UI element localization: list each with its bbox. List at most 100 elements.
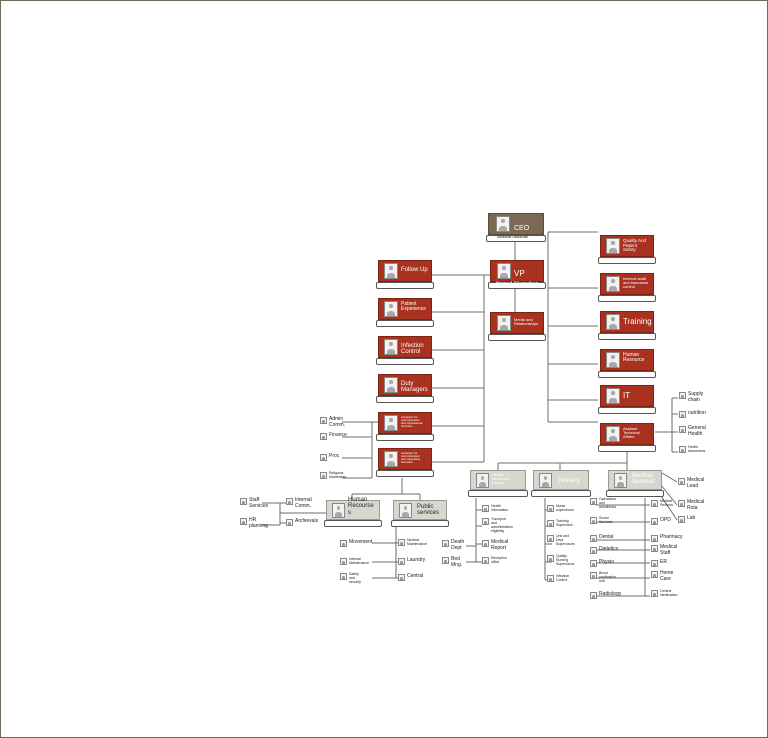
person-placeholder-icon xyxy=(590,572,597,579)
person-placeholder-icon xyxy=(606,314,620,330)
person-placeholder-icon xyxy=(340,558,347,565)
nursing-item-1-label: Training Supervisor xyxy=(556,519,573,527)
right-unit-4[interactable]: IT xyxy=(598,385,656,414)
health-informatics-node[interactable]: Health Informatic s Dept. xyxy=(468,470,528,497)
left-unit-4-label: Assistant for Administration and Operati… xyxy=(401,415,423,429)
person-placeholder-icon xyxy=(590,592,597,599)
right-unit-2-label: Training xyxy=(623,317,652,326)
hr-sub-item-0-label: Internal Comm. xyxy=(295,497,312,509)
person-placeholder-icon xyxy=(384,451,398,467)
person-placeholder-icon xyxy=(482,505,489,512)
person-placeholder-icon xyxy=(547,575,554,582)
right-unit-1[interactable]: Internal audit and insurance control xyxy=(598,273,656,302)
admin-item-0-label: Admin Comm. xyxy=(329,416,346,428)
medical-right-item-2-label: Pharmacy xyxy=(660,534,683,540)
medical-services-node[interactable]: Medical Services xyxy=(606,470,664,497)
admin-item-1-label: Finance xyxy=(329,432,347,438)
technical-item-3-label: Health Awareness xyxy=(688,445,706,453)
right-unit-5[interactable]: Assitant Technical Affairs xyxy=(598,423,656,452)
health-side-item-1-label: Bed Mng. xyxy=(451,556,463,568)
hr-item-1-label: HR planning xyxy=(249,517,268,529)
person-placeholder-icon xyxy=(590,560,597,567)
right-unit-0[interactable]: Quality And Patient Safety xyxy=(598,235,656,264)
admin-item-3-label: Religious Awareness xyxy=(329,471,347,479)
public-left-item-1-label: Internal Maintenance xyxy=(349,557,370,565)
nursing-item-4-label: Infection Control xyxy=(556,574,570,582)
person-placeholder-icon xyxy=(476,473,489,488)
public-right-item-2-label: Central xyxy=(407,573,424,579)
medical-left-item-3-label: Dietetics xyxy=(599,546,619,552)
nursing-node[interactable]: Nursing xyxy=(531,470,591,497)
person-placeholder-icon xyxy=(482,518,489,525)
left-unit-1[interactable]: Patient Experience xyxy=(376,298,434,327)
left-unit-3[interactable]: Duty Managers xyxy=(376,374,434,403)
person-placeholder-icon xyxy=(606,426,620,442)
hr-sub-item-1-label: Archievals xyxy=(295,518,319,524)
public-right-item-0-label: Medical Maintenance xyxy=(407,538,428,546)
public-services-node[interactable]: Public services xyxy=(391,500,449,527)
medical-right-item-5-label: Home Care xyxy=(660,570,674,582)
person-placeholder-icon xyxy=(496,216,510,232)
media-node[interactable]: Media and Relationships xyxy=(488,312,546,341)
left-unit-5[interactable]: Assistant for Administration and Operati… xyxy=(376,448,434,477)
right-unit-2[interactable]: Training xyxy=(598,311,656,340)
person-placeholder-icon xyxy=(651,571,658,578)
medical-top-item-2-label: Lab xyxy=(687,515,696,521)
health-informatics-label: Health Informatic s Dept. xyxy=(492,472,510,486)
person-placeholder-icon xyxy=(651,560,658,567)
person-placeholder-icon xyxy=(398,574,405,581)
person-placeholder-icon xyxy=(590,498,597,505)
medical-right-item-1-label: OPD xyxy=(660,517,671,523)
person-placeholder-icon xyxy=(678,500,685,507)
vp-title: VP xyxy=(514,269,525,278)
right-unit-1-label: Internal audit and insurance control xyxy=(623,276,649,290)
person-placeholder-icon xyxy=(384,415,398,431)
health-side-item-0-label: Death Dept xyxy=(451,539,465,551)
health-item-0-label: Health informatics xyxy=(491,504,508,512)
person-placeholder-icon xyxy=(651,518,658,525)
person-placeholder-icon xyxy=(651,545,658,552)
medical-left-item-1-label: Social Services xyxy=(599,516,613,524)
medical-left-item-4-label: Physio xyxy=(599,559,615,565)
person-placeholder-icon xyxy=(399,503,412,518)
medical-left-item-6-label: Radiology xyxy=(599,591,622,597)
vp-name-label: Hamad Alrumaihan xyxy=(496,281,539,287)
media-title: Media and Relationships xyxy=(514,317,539,327)
right-unit-5-label: Assitant Technical Affairs xyxy=(623,426,640,440)
nursing-item-3-label: Quality Nursing Supervisors xyxy=(556,554,575,566)
left-unit-0[interactable]: Follow Up xyxy=(376,260,434,289)
left-unit-3-label: Duty Managers xyxy=(401,381,428,394)
person-placeholder-icon xyxy=(547,535,554,542)
human-resources-node[interactable]: Human Recourse s xyxy=(324,497,382,527)
technical-item-2-label: General Health xyxy=(688,425,706,437)
person-placeholder-icon xyxy=(286,519,293,526)
health-item-2-label: Medical Report xyxy=(491,539,509,551)
person-placeholder-icon xyxy=(679,411,686,418)
person-placeholder-icon xyxy=(614,473,627,488)
person-placeholder-icon xyxy=(497,263,511,279)
ceo-node[interactable]: CEO xyxy=(486,213,546,242)
person-placeholder-icon xyxy=(590,535,597,542)
left-unit-0-label: Follow Up xyxy=(401,267,428,273)
technical-item-0-label: Supply chain xyxy=(688,391,704,403)
person-placeholder-icon xyxy=(651,535,658,542)
technical-item-1-label: nutrition xyxy=(688,410,706,416)
person-placeholder-icon xyxy=(679,426,686,433)
medical-right-item-4-label: ER xyxy=(660,559,667,565)
person-placeholder-icon xyxy=(606,276,620,292)
medical-right-item-3-label: Medical Staff xyxy=(660,544,678,556)
public-services-label: Public services xyxy=(417,504,440,517)
left-unit-2-label: Infection Control xyxy=(401,343,424,356)
person-placeholder-icon xyxy=(606,238,620,254)
vp-node[interactable]: VP xyxy=(488,260,546,289)
person-placeholder-icon xyxy=(679,446,686,453)
right-unit-0-label: Quality And Patient Safety xyxy=(623,238,647,253)
right-unit-3[interactable]: Human Resource xyxy=(598,349,656,378)
left-unit-4[interactable]: Assistant for Administration and Operati… xyxy=(376,412,434,441)
medical-left-item-0-label: Operations and anesthesia xyxy=(599,497,617,509)
left-unit-2[interactable]: Infection Control xyxy=(376,336,434,365)
health-item-3-label: Reception office xyxy=(491,556,507,564)
person-placeholder-icon xyxy=(678,478,685,485)
public-left-item-0-label: Movement xyxy=(349,539,373,545)
person-placeholder-icon xyxy=(606,388,620,404)
